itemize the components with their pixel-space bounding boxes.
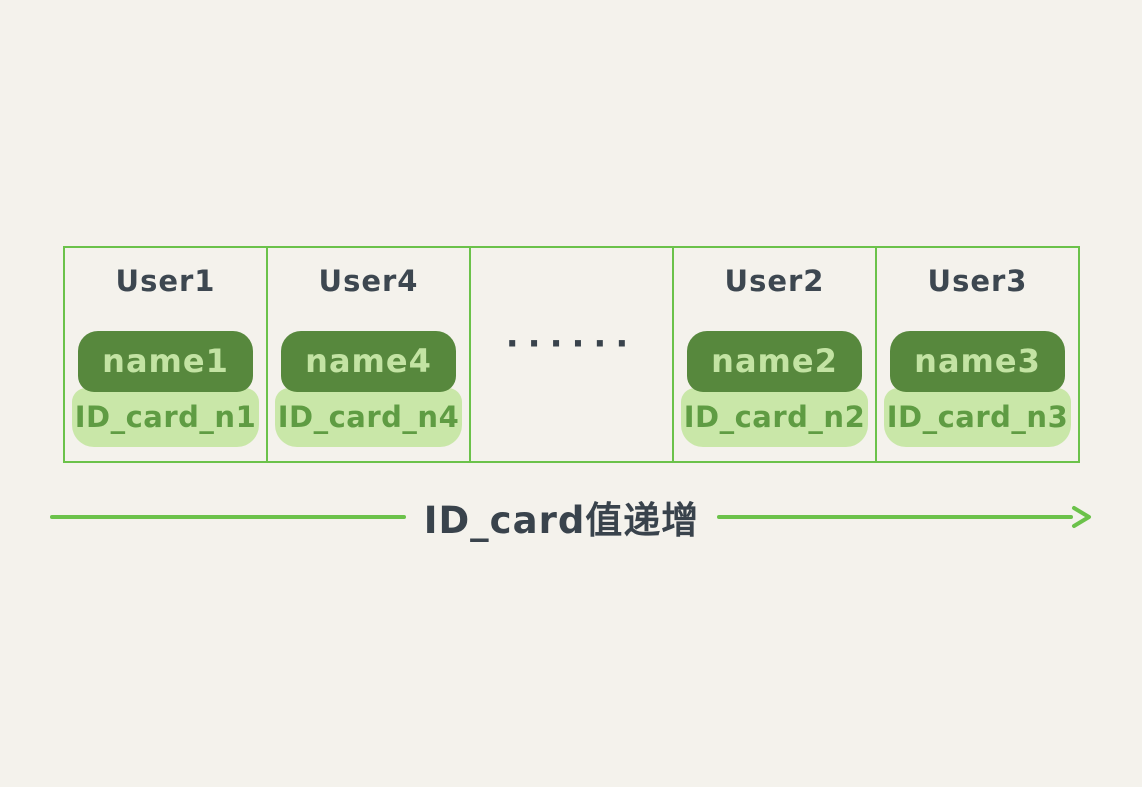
user-cell: User3 name3 ID_card_n3 [877,248,1078,461]
user-cell: User1 name1 ID_card_n1 [65,248,268,461]
arrow-line-left [50,515,406,519]
user-cell: User2 name2 ID_card_n2 [674,248,877,461]
user-title: User1 [115,264,216,298]
name-badge: name1 [78,331,253,392]
user-record-table: User1 name1 ID_card_n1 User4 name4 ID_ca… [63,246,1080,463]
badge-stack: name1 ID_card_n1 [65,331,266,447]
name-badge: name4 [281,331,456,392]
arrow-head-icon [1072,506,1091,528]
id-card-badge: ID_card_n4 [275,388,462,447]
id-card-badge: ID_card_n2 [681,388,868,447]
user-title: User3 [927,264,1028,298]
arrow-line-right [717,515,1073,519]
user-cell: User4 name4 ID_card_n4 [268,248,471,461]
badge-stack: name2 ID_card_n2 [674,331,875,447]
name-badge: name2 [687,331,862,392]
name-badge: name3 [890,331,1065,392]
user-title: User2 [724,264,825,298]
id-card-badge: ID_card_n3 [884,388,1071,447]
id-card-increasing-arrow: ID_card值递增 [50,494,1094,542]
badge-stack: name4 ID_card_n4 [268,331,469,447]
user-title: User4 [318,264,419,298]
arrow-label: ID_card值递增 [423,499,700,542]
id-card-badge: ID_card_n1 [72,388,259,447]
badge-stack: name3 ID_card_n3 [877,331,1078,447]
ellipsis-dots: ······ [505,323,638,364]
ellipsis-cell: ······ [471,248,674,461]
